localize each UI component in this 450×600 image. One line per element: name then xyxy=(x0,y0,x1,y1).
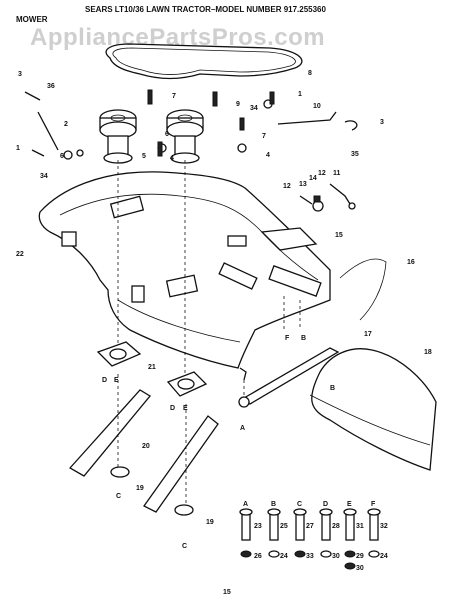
callout-3: 3 xyxy=(18,71,22,78)
assembly-guides xyxy=(117,160,301,506)
left-spindle-pulley xyxy=(99,109,137,164)
ref-c2: C xyxy=(182,543,187,550)
callout-15: 15 xyxy=(335,232,343,239)
callout-35: 35 xyxy=(351,151,359,158)
callout-4b: 4 xyxy=(266,152,270,159)
hardware-letter-c: C xyxy=(297,501,302,508)
drive-belt xyxy=(105,43,303,80)
callout-16: 16 xyxy=(407,259,415,266)
callout-22: 22 xyxy=(16,251,24,258)
callout-21: 21 xyxy=(148,364,156,371)
page-number: 15 xyxy=(223,589,231,596)
ref-d2: D xyxy=(170,405,175,412)
callout-8: 8 xyxy=(308,70,312,77)
right-spindle-housing xyxy=(166,371,208,397)
callout-7b: 7 xyxy=(262,133,266,140)
callout-32: 32 xyxy=(380,523,388,530)
callout-29: 29 xyxy=(356,553,364,560)
callout-2: 2 xyxy=(64,121,68,128)
right-spindle-pulley xyxy=(166,109,204,164)
callout-11: 11 xyxy=(333,170,341,177)
callout-1b: 1 xyxy=(298,91,302,98)
callout-30: 30 xyxy=(332,553,340,560)
callout-19b: 19 xyxy=(206,519,214,526)
hardware-letter-e: E xyxy=(347,501,352,508)
callout-17: 17 xyxy=(364,331,372,338)
linkage-rod xyxy=(277,111,337,125)
callout-27: 27 xyxy=(306,523,314,530)
diagram-title: SEARS LT10/36 LAWN TRACTOR–MODEL NUMBER … xyxy=(85,5,327,14)
hardware-letter-b: B xyxy=(271,501,276,508)
hardware-letter-a: A xyxy=(243,501,248,508)
drive-belt-inner xyxy=(112,47,296,75)
callout-20: 20 xyxy=(142,443,150,450)
ref-d: D xyxy=(102,377,107,384)
ref-b: B xyxy=(301,335,306,342)
ref-f: F xyxy=(285,335,290,342)
callout-10: 10 xyxy=(313,103,321,110)
callout-23: 23 xyxy=(254,523,262,530)
hardware-letter-d: D xyxy=(323,501,328,508)
ref-e2: E xyxy=(183,405,188,412)
ref-a: A xyxy=(240,425,245,432)
callout-1: 1 xyxy=(16,145,20,152)
callout-25: 25 xyxy=(280,523,288,530)
callout-34b: 34 xyxy=(250,105,258,112)
callout-19: 19 xyxy=(136,485,144,492)
callout-14: 14 xyxy=(309,175,317,182)
callout-13: 13 xyxy=(299,181,307,188)
callout-36: 36 xyxy=(47,83,55,90)
callout-24: 24 xyxy=(280,553,288,560)
section-label: MOWER xyxy=(16,15,48,24)
callout-34: 34 xyxy=(40,173,48,180)
callout-30b: 30 xyxy=(356,565,364,572)
callout-18: 18 xyxy=(424,349,432,356)
callout-7: 7 xyxy=(172,93,176,100)
callout-28: 28 xyxy=(332,523,340,530)
spring-clip xyxy=(344,120,358,131)
callout-33: 33 xyxy=(306,553,314,560)
ref-e: E xyxy=(114,377,119,384)
left-spindle-housing xyxy=(96,341,142,367)
right-blade-adapter xyxy=(174,504,194,516)
ref-b2: B xyxy=(330,385,335,392)
callout-26: 26 xyxy=(254,553,262,560)
left-pins xyxy=(24,91,84,160)
callout-9: 9 xyxy=(236,101,240,108)
callout-labels: 3 36 2 1 34 6 7 5 4 6 9 34 1 10 8 7 4 3 … xyxy=(16,70,432,572)
left-blade-adapter xyxy=(110,466,130,478)
watermark: AppliancePartsPros.com xyxy=(30,24,325,51)
hardware-letter-f: F xyxy=(371,501,376,508)
right-blade xyxy=(143,415,219,513)
callout-4: 4 xyxy=(170,155,174,162)
callout-5: 5 xyxy=(142,153,146,160)
deck-bracket-assembly xyxy=(260,183,387,321)
callout-3b: 3 xyxy=(380,119,384,126)
ref-c: C xyxy=(116,493,121,500)
callout-31: 31 xyxy=(356,523,364,530)
callout-12b: 12 xyxy=(318,170,326,177)
left-blade xyxy=(68,389,151,477)
hardware-bolts xyxy=(239,508,381,570)
callout-6: 6 xyxy=(60,153,64,160)
discharge-chute xyxy=(311,348,437,471)
callout-6b: 6 xyxy=(165,131,169,138)
callout-24b: 24 xyxy=(380,553,388,560)
pulley-hardware xyxy=(147,89,275,157)
callout-12: 12 xyxy=(283,183,291,190)
